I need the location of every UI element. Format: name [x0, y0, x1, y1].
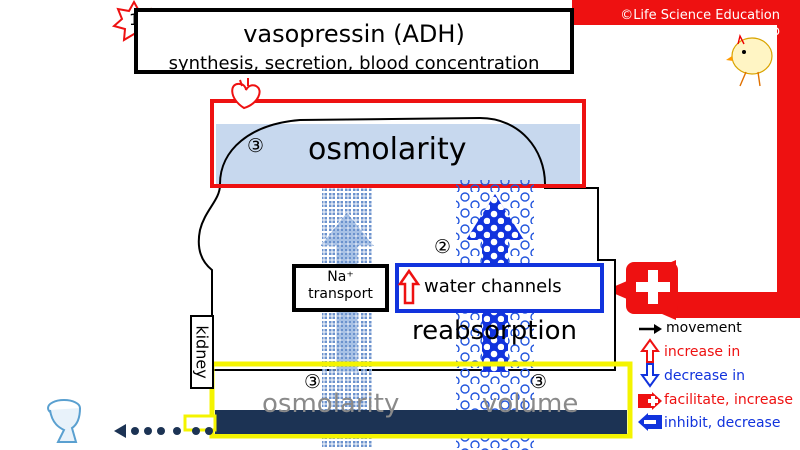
- water-channels-box: [395, 263, 604, 313]
- urine-outlet: [183, 414, 217, 432]
- legend-inhibit-glyph: [638, 413, 662, 431]
- water-increase-icon: [397, 268, 421, 305]
- copyright-line1: ©Life Science Education: [620, 8, 780, 23]
- urine-box: [209, 361, 633, 439]
- na-label: Na⁺: [327, 269, 354, 285]
- urine-volume-label: volume: [482, 389, 579, 419]
- water-channels-label: water channels: [424, 276, 562, 297]
- blood-osmolarity-label: osmolarity: [308, 132, 467, 167]
- na-transport-label: Na⁺ transport: [298, 269, 383, 303]
- reabsorption-label: reabsorption: [412, 316, 578, 346]
- kidney-label: kidney: [192, 325, 212, 379]
- urine-step-number-right: ③: [530, 371, 548, 393]
- chick-mascot: [726, 33, 773, 87]
- legend-facilitate-glyph: [638, 392, 662, 410]
- urine-fill: [215, 410, 627, 434]
- blood-step-number: ③: [247, 135, 265, 157]
- water-step-number: ②: [434, 236, 452, 258]
- feedback-pathway: [572, 0, 800, 320]
- page-subtitle: synthesis, secretion, blood concentratio…: [168, 53, 540, 74]
- legend-decrease-glyph: [640, 363, 660, 388]
- copyright: ©Life Science Education Sharing Group: [620, 8, 780, 40]
- kidney-label-box: [190, 315, 214, 389]
- blood-fill: [216, 124, 580, 184]
- legend-facilitate: facilitate, increase: [664, 392, 793, 408]
- heart-icon: [231, 78, 261, 110]
- urine-step-number-left: ③: [304, 371, 322, 393]
- legend-increase-glyph: [640, 338, 660, 363]
- page-title: vasopressin (ADH): [243, 20, 465, 48]
- transport-label: transport: [308, 286, 373, 302]
- toilet-icon: [47, 399, 81, 443]
- na-transport-box: [292, 264, 389, 312]
- kidney-top-arc: [219, 116, 546, 185]
- legend-increase-in: increase in: [664, 344, 741, 360]
- outflow-arrow: [114, 424, 213, 438]
- step-number: 1: [129, 10, 140, 29]
- legend-movement: movement: [666, 320, 742, 336]
- copyright-line2: Sharing Group: [686, 24, 780, 39]
- legend-inhibit: inhibit, decrease: [664, 415, 781, 431]
- title-box: vasopressin (ADH) synthesis, secretion, …: [134, 8, 574, 74]
- legend-movement-glyph: [639, 324, 662, 334]
- legend-decrease-in: decrease in: [664, 368, 745, 384]
- urine-osmolarity-label: osmolarity: [262, 389, 400, 419]
